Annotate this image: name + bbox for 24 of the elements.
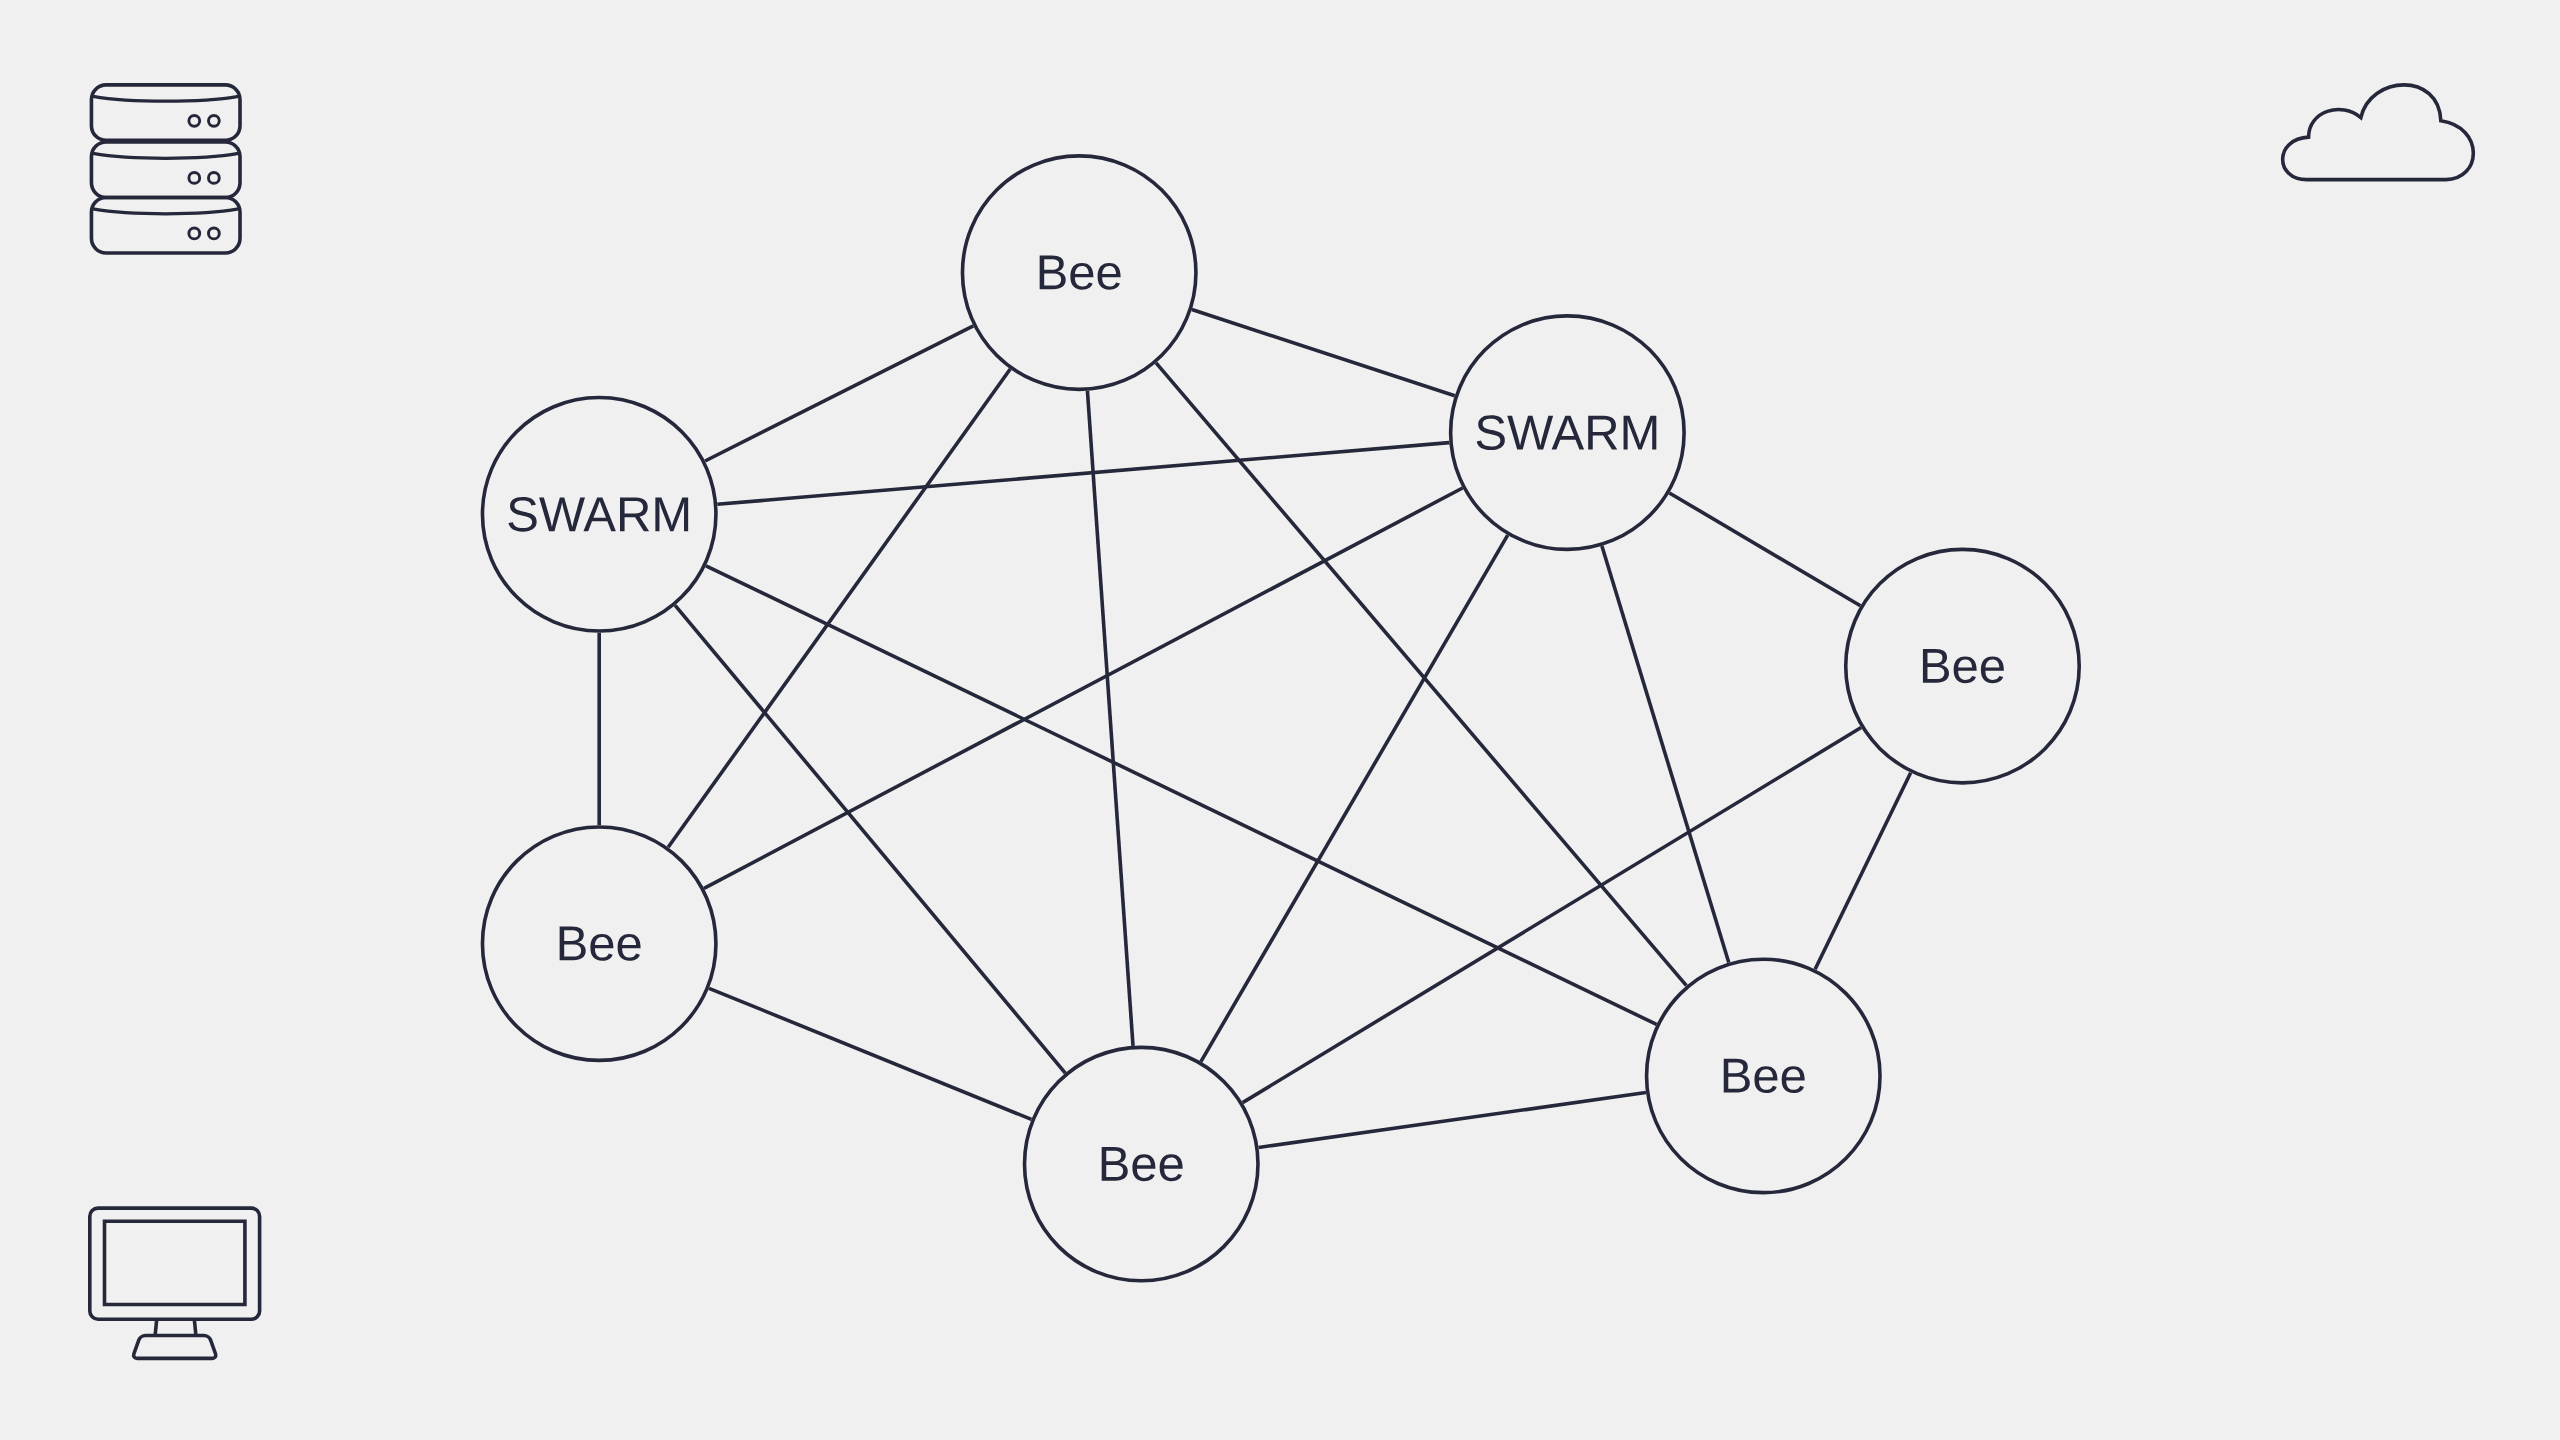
circle-node: SWARM <box>1448 314 1686 552</box>
connector-line <box>1199 534 1510 1063</box>
connector-line <box>1600 545 1731 964</box>
connector-line <box>666 368 1012 849</box>
connector-line <box>1191 307 1456 398</box>
connector-line <box>673 604 1067 1075</box>
connector-line <box>705 564 1658 1027</box>
circle-node: Bee <box>1644 957 1882 1195</box>
connector-line <box>597 632 601 826</box>
connector-line <box>1258 1090 1647 1150</box>
connector-line <box>1668 491 1862 608</box>
connector-line <box>717 440 1450 507</box>
circle-node: Bee <box>480 825 718 1063</box>
circle-node: SWARM <box>480 395 718 633</box>
connector-line <box>1241 726 1863 1105</box>
circle-node: Bee <box>1843 547 2081 785</box>
connector-line <box>1813 771 1913 971</box>
connector-line <box>1154 361 1688 987</box>
connector-line <box>708 986 1033 1122</box>
circle-node: Bee <box>1022 1045 1260 1283</box>
circle-node: Bee <box>960 154 1198 392</box>
connector-line <box>1085 390 1135 1046</box>
connector-line <box>704 324 975 463</box>
connector-line <box>703 486 1464 890</box>
